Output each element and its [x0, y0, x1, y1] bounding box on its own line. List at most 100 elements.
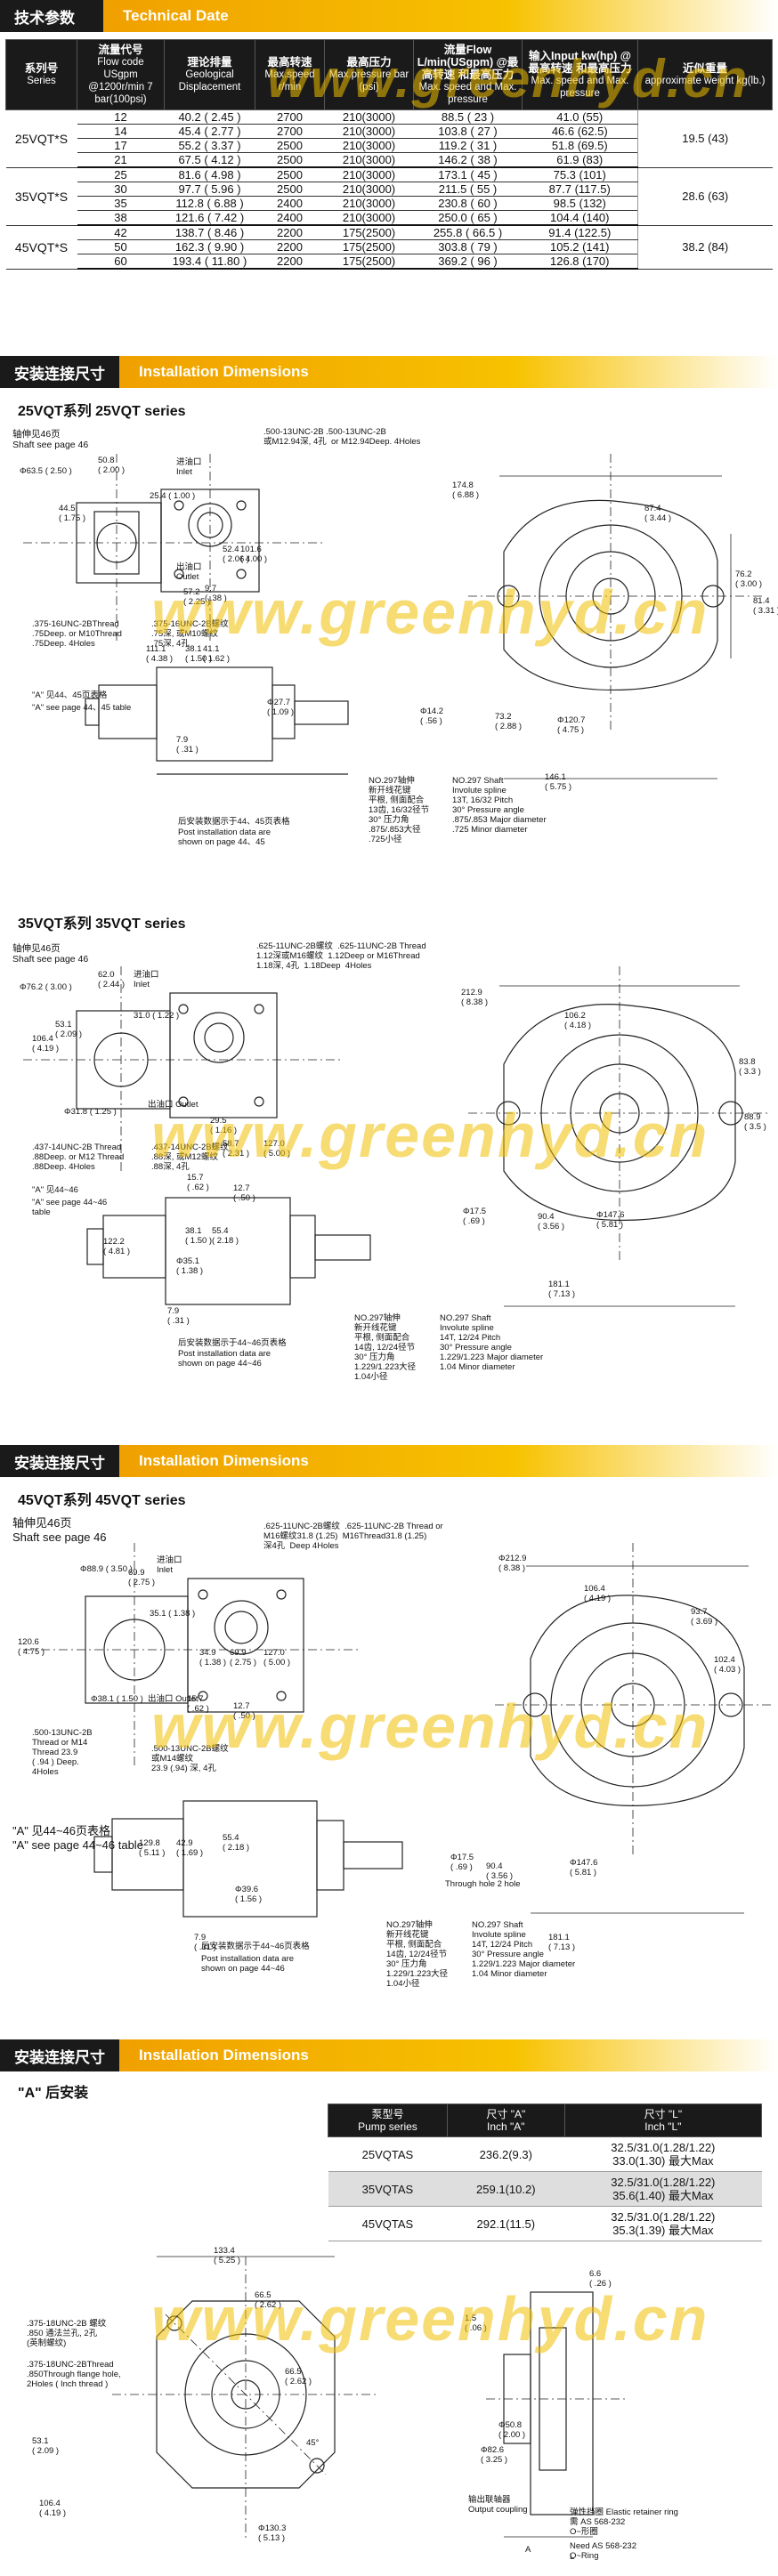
- table-cell: 61.9 (83): [522, 152, 638, 168]
- dimension-label: 35.1 ( 1.38 ): [150, 1609, 196, 1619]
- weight-cell: 38.2 (84): [637, 225, 773, 270]
- dimension-label: 181.1 ( 7.13 ): [548, 1933, 576, 1952]
- dimension-label: 83.8 ( 3.3 ): [739, 1057, 761, 1077]
- dimension-label: 12.7 ( .50 ): [233, 1183, 255, 1203]
- output-coupling-label: 输出联轴器 Output coupling: [468, 2495, 528, 2515]
- table-cell: 81.6 ( 4.98 ): [164, 167, 255, 182]
- section-title-cn: 安装连接尺寸: [0, 1445, 119, 1477]
- dimension-label: 12.7 ( .50 ): [233, 1701, 255, 1721]
- table-cell: 98.5 (132): [522, 196, 638, 211]
- dimension-label: 88.9 ( 3.5 ): [744, 1112, 766, 1132]
- dimension-label: 42.9 ( 1.69 ): [176, 1838, 204, 1858]
- thread-top-note: .625-11UNC-2B螺纹 .625-11UNC-2B Thread or …: [263, 1522, 443, 1551]
- section-title-en: Installation Dimensions: [119, 2039, 778, 2071]
- post-install-en: Post installation data are shown on page…: [178, 1349, 271, 1369]
- table-cell: 91.4 (122.5): [522, 225, 638, 240]
- dimension-label: Φ17.5 ( .69 ): [463, 1207, 487, 1226]
- table-cell: 32.5/31.0(1.28/1.22) 35.6(1.40) 最大Max: [564, 2171, 762, 2207]
- a-ref-en: "A" see page 44~46 table: [32, 1198, 108, 1217]
- table-cell: 14: [77, 124, 165, 139]
- dimension-label: Φ14.2 ( .56 ): [420, 707, 444, 726]
- dimension-label: Φ147.6 ( 5.81 ): [570, 1858, 598, 1877]
- dimension-label: Φ130.3 ( 5.13 ): [258, 2524, 287, 2543]
- post-install-cn: 后安装数据示于44~46页表格: [201, 1942, 310, 1951]
- a-ref-cn: "A" 见44~46页表格: [12, 1824, 111, 1837]
- dimension-label: 122.2 ( 4.81 ): [103, 1237, 131, 1256]
- table-cell: 45.4 ( 2.77 ): [164, 124, 255, 139]
- table-cell: 210(3000): [324, 182, 414, 197]
- table-cell: 32.5/31.0(1.28/1.22) 33.0(1.30) 最大Max: [564, 2136, 762, 2172]
- table-cell: 175(2500): [324, 254, 414, 270]
- table-cell: 42: [77, 225, 165, 240]
- dimension-label: A: [525, 2545, 531, 2555]
- table-cell: 175(2500): [324, 239, 414, 254]
- table-cell: 2200: [255, 239, 325, 254]
- table-cell: 88.5 ( 23 ): [413, 109, 523, 125]
- thread-side-cn: .500-13UNC-2B螺纹 或M14螺纹 23.9 (.94) 深, 4孔: [151, 1744, 229, 1773]
- dimension-label: 41.1 ( 1.62 ): [203, 644, 231, 664]
- table-cell: 210(3000): [324, 109, 414, 125]
- dimension-label: 127.0 ( 5.00 ): [263, 1648, 291, 1668]
- post-install-en: Post installation data are shown on page…: [201, 1954, 295, 1974]
- retainer-ring-cn: 弹性挡圈 Elastic retainer ring 需 AS 568-232 …: [570, 2507, 678, 2537]
- dimension-label: 31.0 ( 1.22 ): [134, 1011, 180, 1021]
- dimension-label: Φ82.6 ( 3.25 ): [481, 2445, 508, 2465]
- table-cell: 67.5 ( 4.12 ): [164, 152, 255, 168]
- dimension-label: Φ35.1 ( 1.38 ): [176, 1256, 204, 1276]
- table-cell: 303.8 ( 79 ): [413, 239, 523, 254]
- install-section-header-1: 安装连接尺寸 Installation Dimensions: [0, 356, 778, 388]
- a-ref-en: "A" see page 44~46 table: [12, 1838, 143, 1852]
- table-cell: 25: [77, 167, 165, 182]
- dimension-label: 55.4 ( 2.18 ): [212, 1226, 239, 1246]
- dimension-label: 53.1 ( 2.09 ): [55, 1020, 83, 1039]
- dimension-label: 106.4 ( 4.19 ): [39, 2499, 67, 2518]
- dimension-label: Φ31.8 ( 1.25 ): [64, 1107, 117, 1117]
- dimension-label: 55.4 ( 2.18 ): [223, 1833, 250, 1853]
- drawing-45vqt-svg: [23, 1543, 771, 1918]
- table-cell: 112.8 ( 6.88 ): [164, 196, 255, 211]
- shaft-spec-en: NO.297 Shaft Involute spline 14T, 12/24 …: [472, 1920, 576, 1979]
- thread-side-en: .375-16UNC-2BThread .75Deep. or M10Threa…: [32, 619, 122, 649]
- dimension-label: 53.1 ( 2.09 ): [32, 2436, 60, 2456]
- table-cell: 138.7 ( 8.46 ): [164, 225, 255, 240]
- dimension-label: 34.9 ( 1.38 ): [199, 1648, 227, 1668]
- dimension-label: 52.4 ( 2.06 ): [223, 545, 250, 564]
- dimension-label: Φ212.9 ( 8.38 ): [498, 1554, 527, 1573]
- dimension-label: 81.4 ( 3.31 ): [753, 596, 778, 616]
- series-cell: 25VQT*S: [5, 109, 77, 168]
- thread-side-cn: .437-14UNC-2B螺纹 .88深, 或M12螺纹 .88深, 4孔: [151, 1143, 229, 1172]
- table-cell: 105.2 (141): [522, 239, 638, 254]
- post-install-en: Post installation data are shown on page…: [178, 828, 271, 847]
- table-cell: 2500: [255, 138, 325, 153]
- shaft-spec-cn: NO.297轴伸 新开线花键 平根, 侧面配合 14齿, 12/24径节 30°…: [354, 1313, 417, 1382]
- section-title-cn: 技术参数: [0, 0, 103, 32]
- dimension-label: 15.7 ( .62 ): [187, 1694, 209, 1714]
- through-hole-note: Through hole 2 hole: [445, 1879, 521, 1889]
- table-cell: 210(3000): [324, 167, 414, 182]
- table-cell: 35VQTAS: [328, 2171, 448, 2207]
- table-cell: 2700: [255, 109, 325, 125]
- series-cell: 45VQT*S: [5, 225, 77, 270]
- table-cell: 119.2 ( 31 ): [413, 138, 523, 153]
- post-install-cn: 后安装数据示于44、45页表格: [178, 817, 290, 827]
- rear-thread-cn: .375-18UNC-2B 螺纹 .850 通法兰孔, 2孔 (英制螺纹): [27, 2319, 107, 2348]
- dimension-label: Φ39.6 ( 1.56 ): [235, 1885, 263, 1904]
- table-cell: 38: [77, 210, 165, 226]
- outlet-label: 出油口 Outlet: [176, 562, 202, 582]
- a-ref-cn: "A" 见44~46: [32, 1185, 78, 1195]
- table-cell: 103.8 ( 27 ): [413, 124, 523, 139]
- dimension-label: 7.9 ( .31 ): [194, 1933, 216, 1952]
- dimension-label: 76.2 ( 3.00 ): [735, 569, 763, 589]
- table-cell: 40.2 ( 2.45 ): [164, 109, 255, 125]
- dimension-label: 120.6 ( 4.75 ): [18, 1637, 45, 1657]
- table-cell: 50: [77, 239, 165, 254]
